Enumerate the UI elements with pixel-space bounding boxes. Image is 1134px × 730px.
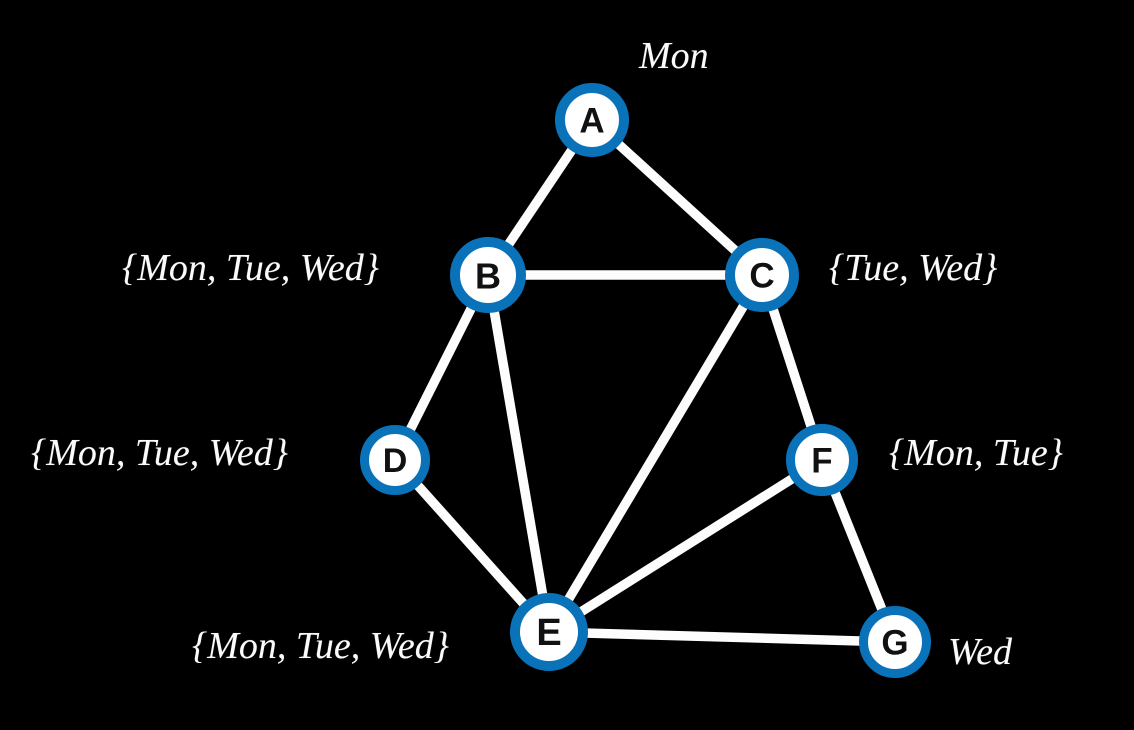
node-d[interactable]: D [360,425,430,495]
domain-label-b: {Mon, Tue, Wed} [122,247,379,289]
edge-b-e [483,270,554,637]
node-g[interactable]: G [859,606,931,678]
node-letter-f: F [811,442,832,481]
node-e[interactable]: E [510,593,588,671]
domain-label-c: {Tue, Wed} [829,247,998,289]
node-letter-a: A [579,102,604,141]
edge-e-g [544,627,900,647]
node-a[interactable]: A [555,83,629,157]
node-circle-d [360,425,430,495]
node-circle-a [555,83,629,157]
node-circle-b [450,237,526,313]
node-b[interactable]: B [450,237,526,313]
node-letter-g: G [881,624,908,663]
edges-layer [390,115,900,647]
node-circle-f [786,424,858,496]
domain-label-e: {Mon, Tue, Wed} [192,625,449,667]
edge-c-e [544,270,767,637]
node-f[interactable]: F [786,424,858,496]
nodes-layer: A B C D E F G [360,83,931,678]
node-c[interactable]: C [725,238,799,312]
domain-label-g: Wed [948,631,1013,673]
node-circle-g [859,606,931,678]
node-letter-c: C [749,257,774,296]
edge-e-f [544,455,827,637]
node-circle-e [510,593,588,671]
domain-label-f: {Mon, Tue} [889,432,1063,474]
domain-label-d: {Mon, Tue, Wed} [31,432,288,474]
node-letter-b: B [475,256,501,297]
edge-a-c [587,115,767,280]
node-letter-d: D [383,442,408,480]
domain-label-a: Mon [639,35,709,77]
node-circle-c [725,238,799,312]
node-letter-e: E [536,612,561,654]
